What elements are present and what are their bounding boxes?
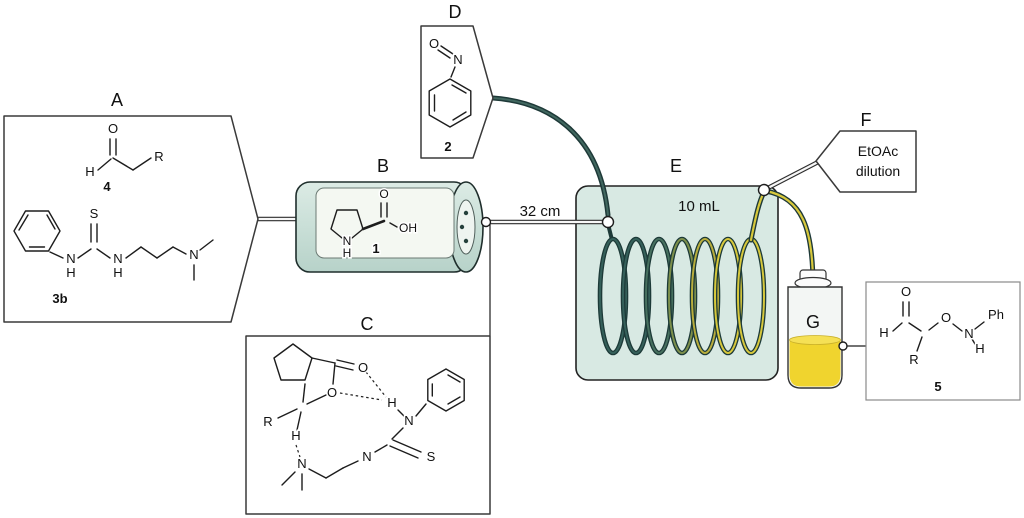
column-cap-port <box>463 238 469 244</box>
dilution-text-line1: EtOAc <box>858 143 898 159</box>
section-label-c: C <box>361 314 374 334</box>
section-label-g: G <box>806 312 820 332</box>
liquid-surface <box>789 335 841 345</box>
section-label-e: E <box>670 156 682 176</box>
atom-label-s: S <box>427 449 436 464</box>
compound-number-1: 1 <box>372 241 379 256</box>
atom-label-h: H <box>975 341 984 356</box>
pyrrolidine-ring <box>330 209 364 230</box>
atom-label-o: O <box>379 187 388 201</box>
coil-volume-label: 10 mL <box>678 198 720 215</box>
atom-label-n: N <box>404 413 413 428</box>
nitrosobenzene-structure-2: O N 2 <box>427 35 472 156</box>
atom-label-h: H <box>291 428 300 443</box>
hydrogen-bond <box>365 371 387 398</box>
section-label-d: D <box>449 2 462 22</box>
benzene-ring <box>428 78 472 128</box>
hydrogen-bond <box>339 392 383 401</box>
column-cap-port <box>463 210 469 216</box>
atom-label-oh: OH <box>399 221 417 235</box>
mixing-junction-node <box>601 215 615 229</box>
reagent-box-a <box>3 115 259 323</box>
atom-label-o: O <box>941 310 951 325</box>
column-cap-port <box>459 224 465 230</box>
atom-label-n: N <box>189 247 198 262</box>
atom-label-o: O <box>901 284 911 299</box>
pyrrolidine-ring <box>273 343 313 381</box>
atom-label-ph: Ph <box>988 307 1004 322</box>
atom-label-h: H <box>343 246 352 260</box>
atom-label-h: H <box>879 325 888 340</box>
atom-label-n: N <box>66 251 75 266</box>
compound-number-2: 2 <box>444 139 451 154</box>
compound-number-5: 5 <box>934 379 941 394</box>
column-cap-inner <box>456 199 476 255</box>
product-structure-5: H O R O N H Ph 5 <box>878 283 1006 396</box>
dilution-junction-node <box>757 183 771 197</box>
atom-label-o: O <box>327 385 337 400</box>
hydrogen-bond <box>295 444 301 458</box>
benzene-ring <box>13 210 61 252</box>
atom-label-o: O <box>358 360 368 375</box>
section-label-b: B <box>377 156 389 176</box>
reactor-coil <box>597 189 767 356</box>
column-outlet-node <box>480 216 492 228</box>
compound-number-4: 4 <box>103 179 111 194</box>
vial-liquid <box>789 340 841 387</box>
catalyst-panel <box>315 187 455 259</box>
atom-label-h: H <box>66 265 75 280</box>
transfer-lines <box>247 95 868 347</box>
transition-state-structure: O O R H N N S N H <box>262 343 465 491</box>
atom-label-r: R <box>909 352 918 367</box>
atom-label-o: O <box>108 121 118 136</box>
atom-label-n: N <box>362 449 371 464</box>
atom-label-n: N <box>343 234 352 248</box>
packed-column-reactor <box>295 181 484 273</box>
atom-label-n: N <box>964 326 973 341</box>
stereo-wedge <box>361 219 386 231</box>
atom-label-h: H <box>387 395 396 410</box>
thiourea-structure-3b: N H S N H N 3b <box>13 205 214 308</box>
section-label-f: F <box>861 110 872 130</box>
dilution-box-f <box>815 130 917 193</box>
atom-label-h: H <box>85 164 94 179</box>
atom-label-n: N <box>297 456 306 471</box>
atom-label-o: O <box>429 36 439 51</box>
transition-state-box-c <box>245 335 491 515</box>
dilution-text-line2: dilution <box>856 163 900 179</box>
compound-number-3b: 3b <box>52 291 67 306</box>
proline-structure-1: N H O OH 1 <box>330 186 419 262</box>
atom-label-h: H <box>113 265 122 280</box>
product-box-5 <box>865 281 1021 401</box>
section-label-a: A <box>111 90 123 110</box>
atom-label-s: S <box>90 206 99 221</box>
atom-label-r: R <box>154 149 163 164</box>
aldehyde-structure-4: H O R 4 <box>84 120 165 196</box>
collection-vial <box>787 269 843 389</box>
nitroso-box-d <box>420 25 494 159</box>
vial-outlet-node <box>838 341 848 351</box>
benzene-ring <box>427 368 465 412</box>
tube-length-label: 32 cm <box>520 203 561 220</box>
atom-label-r: R <box>263 414 272 429</box>
atom-label-n: N <box>113 251 122 266</box>
atom-label-n: N <box>453 52 462 67</box>
